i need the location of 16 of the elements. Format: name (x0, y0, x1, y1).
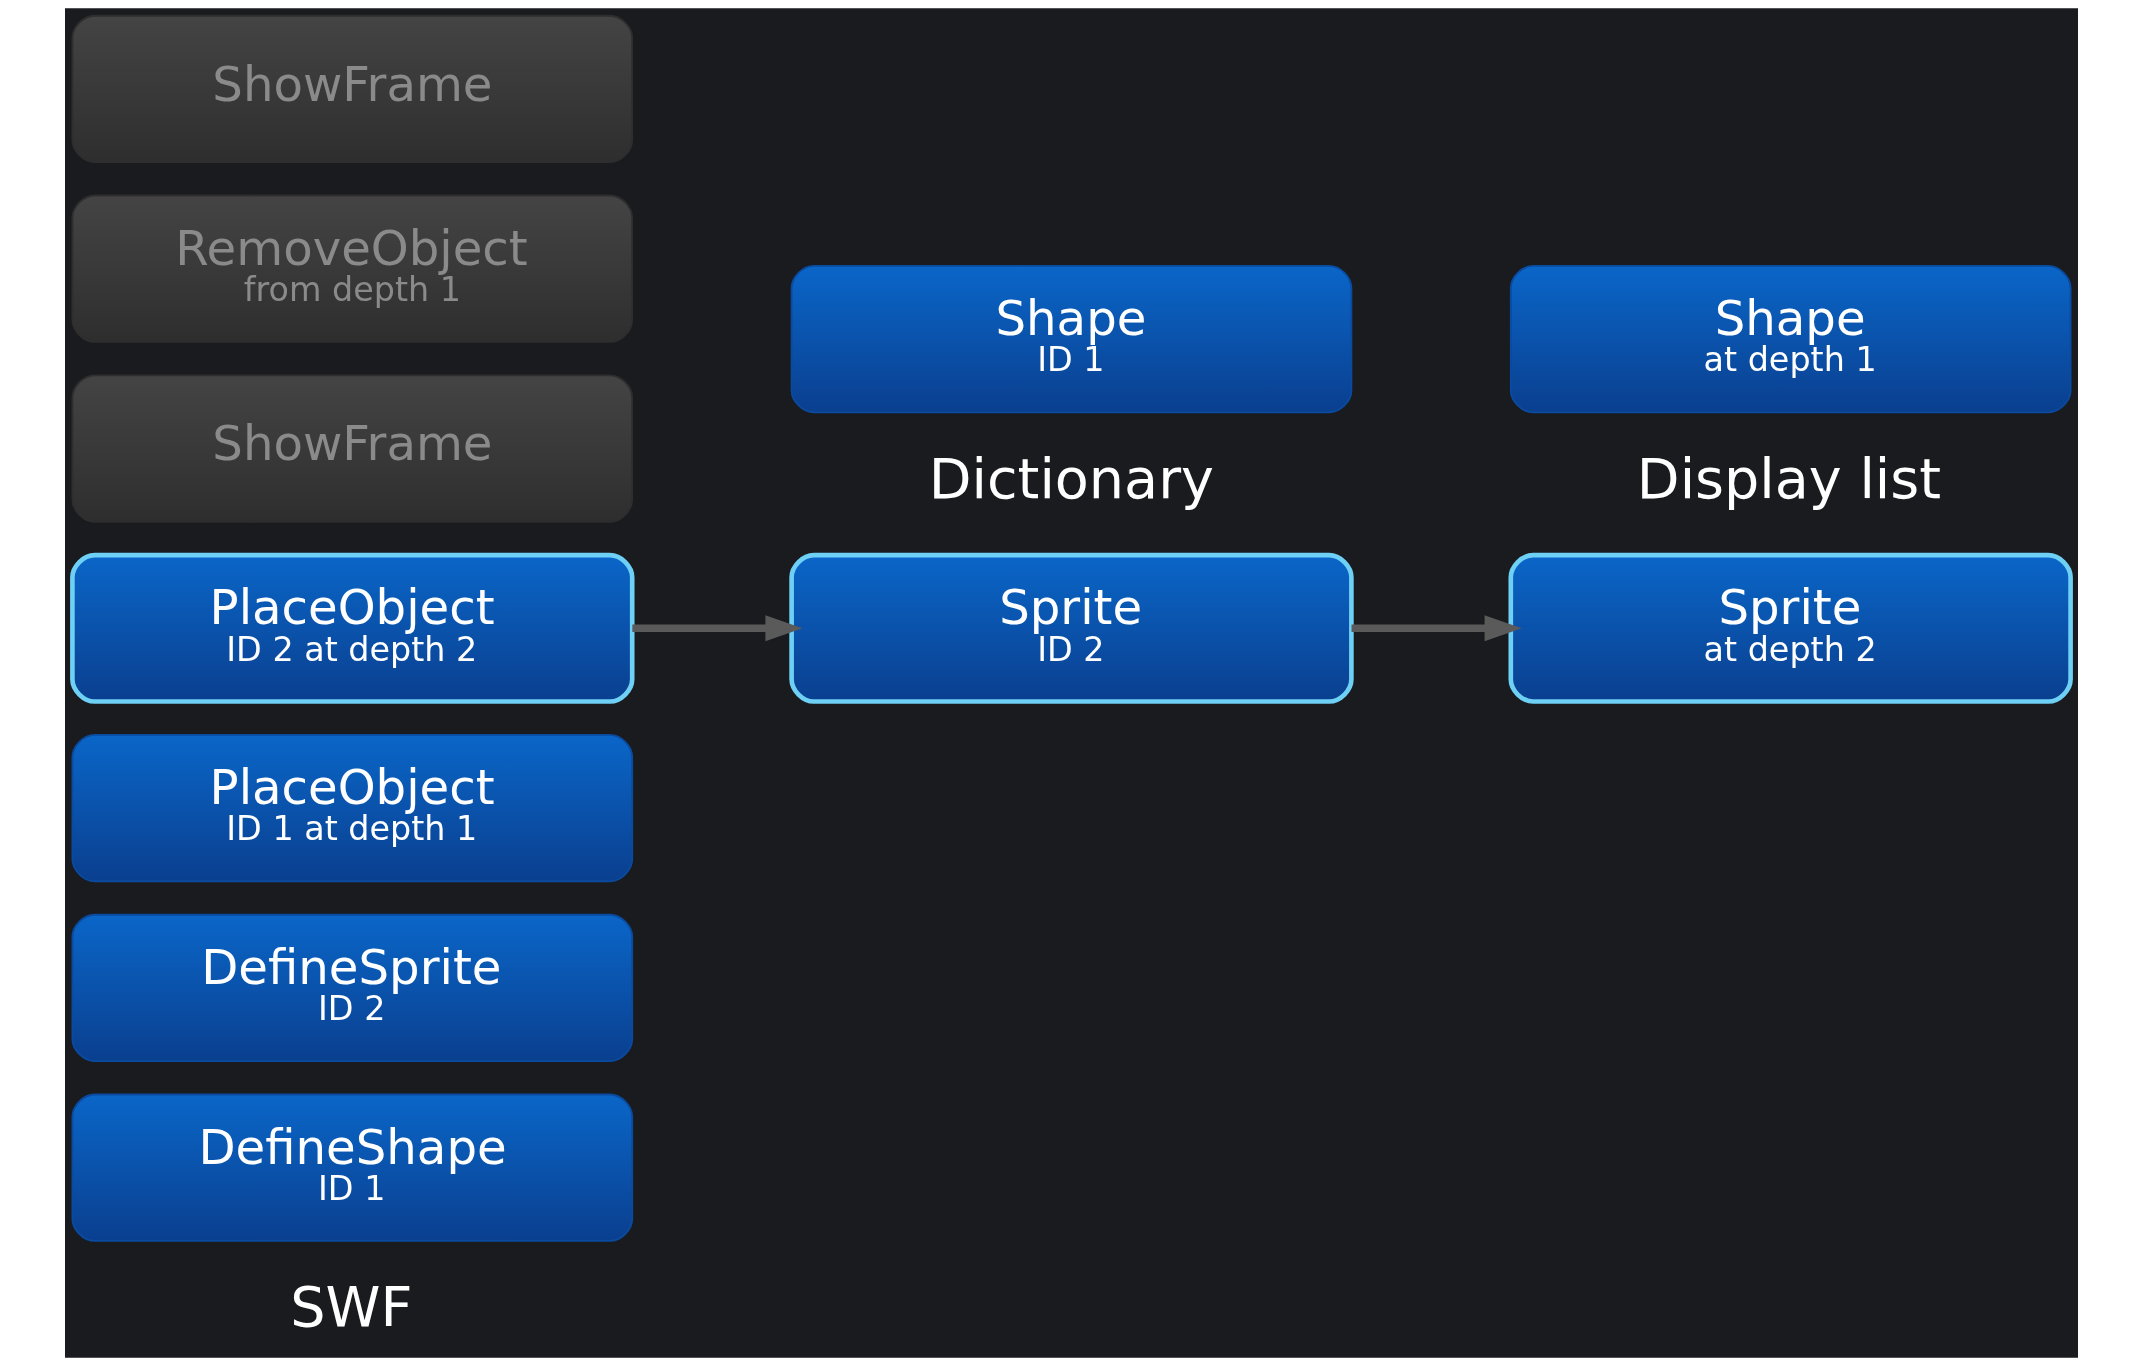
node-box: Sprite at depth 2 (1508, 552, 2073, 704)
node-box: DefineSprite ID 2 (71, 913, 634, 1063)
node-box: ShowFrame (71, 14, 634, 164)
node-box: Sprite ID 2 (789, 552, 1354, 704)
node-box: Shape at depth 1 (1509, 265, 2072, 414)
arrow (1351, 615, 1522, 642)
label: SWF (290, 1274, 413, 1340)
node-box: PlaceObject ID 1 at depth 1 (71, 733, 634, 883)
label: Display list (1636, 445, 1942, 511)
node-box: Shape ID 1 (790, 265, 1353, 414)
node-box: ShowFrame (71, 374, 634, 523)
node-box: PlaceObject ID 2 at depth 2 (70, 552, 635, 704)
arrow (632, 615, 803, 642)
node-box: DefineShape ID 1 (71, 1093, 634, 1242)
label: Dictionary (928, 445, 1214, 511)
node-box: RemoveObject from depth 1 (71, 194, 634, 343)
